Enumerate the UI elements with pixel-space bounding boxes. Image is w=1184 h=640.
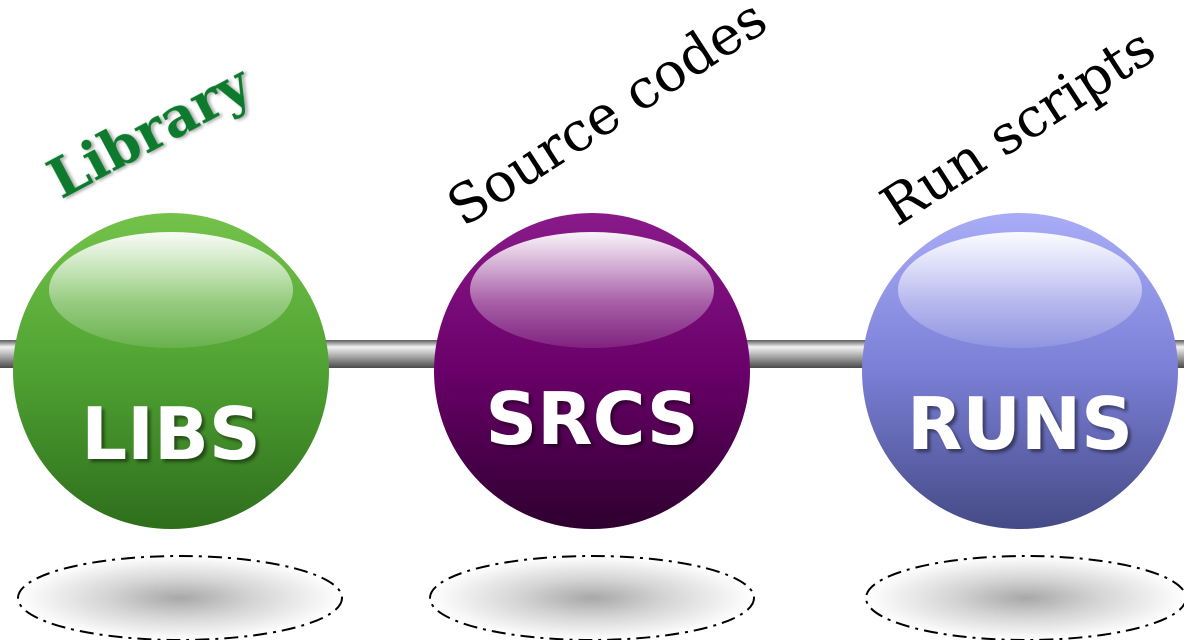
gloss-runs [898,232,1142,348]
caption-runs: Run scripts [870,15,1166,238]
shadow-srcs [429,555,755,640]
node-runs[interactable]: RUNS Run scripts [862,15,1184,640]
label-runs: RUNS [907,382,1133,466]
shadow-libs [17,555,343,640]
caption-libs: Library [37,51,262,211]
gloss-libs [49,232,293,348]
label-libs: LIBS [81,392,260,476]
node-libs[interactable]: LIBS Library [13,51,343,640]
gloss-srcs [470,232,714,348]
shadow-runs [865,555,1184,640]
label-srcs: SRCS [485,377,698,461]
node-srcs[interactable]: SRCS Source codes [429,0,778,640]
caption-srcs: Source codes [436,0,778,239]
